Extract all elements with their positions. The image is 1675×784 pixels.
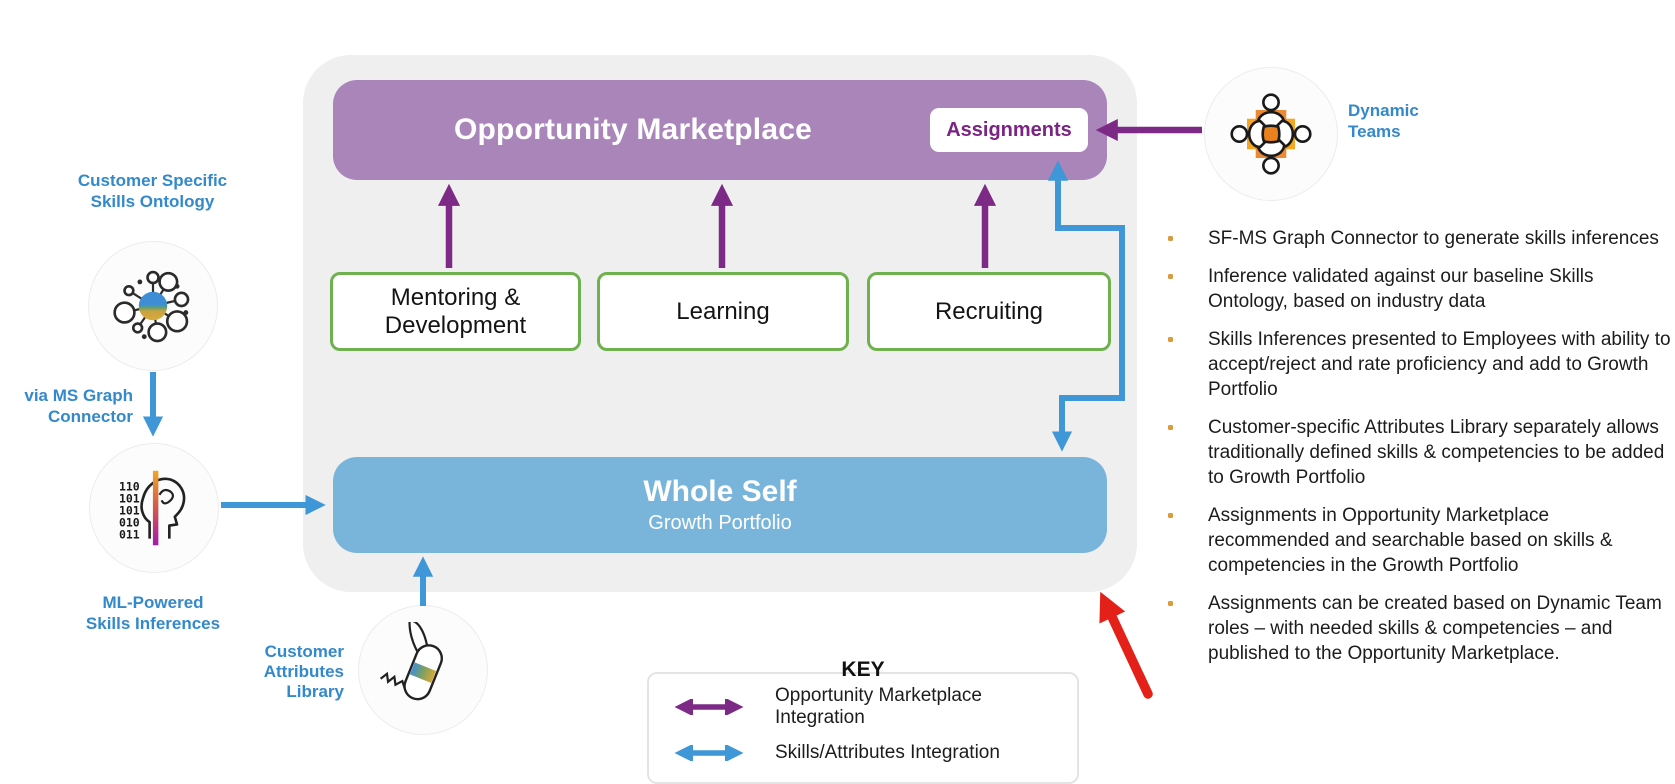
bullet-dot-icon [1168,513,1173,518]
notes-list: SF-MS Graph Connector to generate skills… [1160,226,1672,679]
note-text: Customer-specific Attributes Library sep… [1208,417,1665,488]
note-bullet: Customer-specific Attributes Library sep… [1160,415,1672,490]
bullet-dot-icon [1168,337,1173,342]
legend-box: KEY Opportunity Marketplace Integration [647,658,1079,784]
customer-attributes-library-label: Customer Attributes Library [263,642,344,701]
bullet-dot-icon [1168,601,1173,606]
note-bullet: Skills Inferences presented to Employees… [1160,327,1672,402]
dynamic-teams-icon [1204,67,1338,201]
ml-skills-inferences-label: ML-Powered Skills Inferences [85,593,221,633]
red-callout-arrow [1099,591,1153,699]
note-bullet: Assignments can be created based on Dyna… [1160,591,1672,666]
blue-double-arrow-icon [674,745,744,761]
legend-label: Opportunity Marketplace Integration [774,685,982,728]
note-bullet: Assignments in Opportunity Marketplace r… [1160,503,1672,578]
legend-title: KEY [841,658,885,681]
purple-double-arrow-icon [674,699,744,715]
legend-label: Skills/Attributes Integration [775,742,1000,763]
note-text: SF-MS Graph Connector to generate skills… [1208,228,1659,249]
bullet-dot-icon [1168,236,1173,241]
svg-text:101: 101 [119,504,140,518]
note-text: Inference validated against our baseline… [1208,266,1594,312]
whole-self-bar: Whole Self Growth Portfolio [333,457,1107,553]
skills-ontology-icon [88,241,218,371]
module-recruiting: Recruiting [867,272,1111,351]
dynamic-teams-label: Dynamic Teams [1348,101,1419,141]
assignments-button[interactable]: Assignments [930,108,1088,152]
bullet-dot-icon [1168,274,1173,279]
module-learning: Learning [597,272,849,351]
svg-text:110: 110 [119,479,140,493]
via-ms-graph-connector-label: via MS Graph Connector [24,386,133,426]
attributes-library-knife-icon [358,605,488,735]
svg-text:010: 010 [119,516,140,530]
legend-item-marketplace-integration: Opportunity Marketplace Integration [669,685,1077,728]
legend-item-skills-integration: Skills/Attributes Integration [669,742,1000,764]
ml-skills-inferences-icon: 110 101 101 010 011 [89,443,219,573]
bullet-dot-icon [1168,425,1173,430]
note-text: Skills Inferences presented to Employees… [1208,329,1671,400]
opportunity-marketplace-title: Opportunity Marketplace [454,113,812,146]
svg-text:011: 011 [119,528,140,542]
note-bullet: SF-MS Graph Connector to generate skills… [1160,226,1672,251]
note-text: Assignments can be created based on Dyna… [1208,593,1662,664]
note-text: Assignments in Opportunity Marketplace r… [1208,505,1613,576]
skills-ontology-label: Customer Specific Skills Ontology [77,171,228,211]
whole-self-subtitle: Growth Portfolio [648,512,792,534]
opportunity-marketplace-bar: Opportunity Marketplace Assignments [333,80,1107,180]
module-mentoring-development: Mentoring & Development [330,272,581,351]
note-bullet: Inference validated against our baseline… [1160,264,1672,314]
whole-self-title: Whole Self [643,475,797,508]
svg-text:101: 101 [119,492,140,506]
